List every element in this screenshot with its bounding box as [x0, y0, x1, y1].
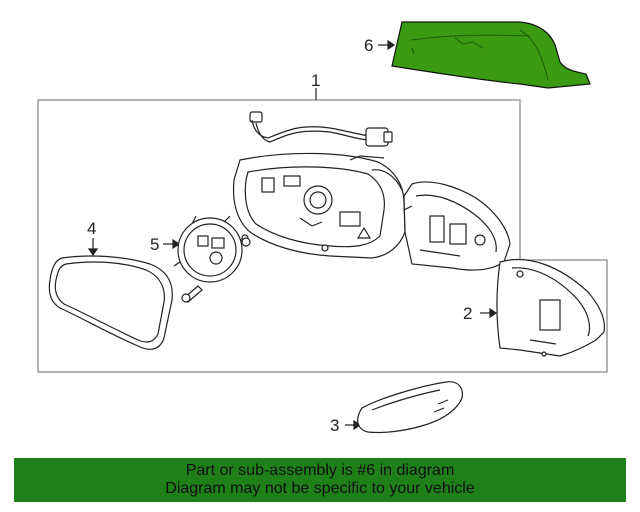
info-banner: Part or sub-assembly is #6 in diagram Di… [14, 458, 626, 502]
mirror-base-bracket [403, 181, 511, 271]
banner-line-1: Part or sub-assembly is #6 in diagram [185, 462, 455, 479]
part-4-mirror-glass [48, 255, 173, 350]
part-5-actuator [173, 215, 251, 283]
callout-2: 2 [463, 304, 473, 323]
callout-1: 1 [311, 71, 321, 90]
part-3-turn-signal [357, 381, 463, 434]
callout-6: 6 [364, 36, 374, 55]
wire-harness [249, 111, 393, 147]
part-2-lower-cover [496, 258, 605, 357]
callout-3: 3 [330, 416, 340, 435]
part-1-mirror-housing [232, 152, 406, 259]
assembly-frame [37, 99, 608, 373]
callout-4: 4 [87, 219, 97, 238]
leader-lines [87, 39, 498, 431]
callout-5: 5 [150, 235, 160, 254]
banner-line-2: Diagram may not be specific to your vehi… [165, 480, 475, 497]
screw [181, 285, 203, 303]
part-6-mirror-cover[interactable] [391, 21, 591, 89]
